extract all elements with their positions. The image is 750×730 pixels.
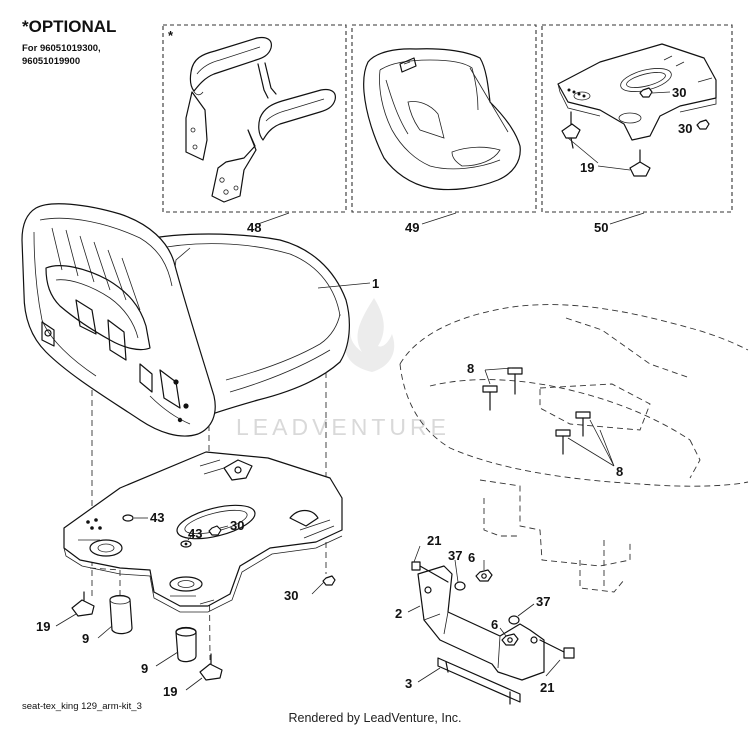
callout-37-upper: 37 bbox=[448, 548, 462, 563]
watermark-text: LEADVENTURE bbox=[236, 414, 450, 440]
lower-hardware-drawing bbox=[71, 575, 336, 681]
inset-callouts: * 48 49 50 30 30 19 bbox=[168, 28, 699, 235]
callout-9-lower: 9 bbox=[141, 661, 148, 676]
callout-6-upper: 6 bbox=[468, 550, 475, 565]
bolts-drawing bbox=[482, 367, 591, 455]
callout-3: 3 bbox=[405, 676, 412, 691]
callout-19-inset: 19 bbox=[580, 160, 594, 175]
rendered-by-footer: Rendered by LeadVenture, Inc. bbox=[288, 711, 462, 725]
bracket-assembly-drawing bbox=[411, 561, 575, 705]
callout-30-inset-lower: 30 bbox=[678, 121, 692, 136]
callout-2: 2 bbox=[395, 606, 402, 621]
callout-49: 49 bbox=[405, 220, 419, 235]
diagram-id: seat-tex_king 129_arm-kit_3 bbox=[22, 701, 142, 712]
callout-21-lower: 21 bbox=[540, 680, 554, 695]
callout-9-upper: 9 bbox=[82, 631, 89, 646]
callout-8-upper: 8 bbox=[467, 361, 474, 376]
callout-30-plate: 30 bbox=[230, 518, 244, 533]
leader-lines bbox=[55, 282, 615, 691]
optional-asterisk: * bbox=[168, 28, 174, 43]
seat-drawing bbox=[21, 203, 350, 437]
seat-cushion-drawing bbox=[363, 48, 521, 191]
optional-model-note: For 96051019300, 96051019900 bbox=[22, 43, 101, 67]
callout-21-upper: 21 bbox=[427, 533, 441, 548]
mower-frame-outline bbox=[399, 304, 749, 593]
callout-19-left: 19 bbox=[36, 619, 50, 634]
callout-50: 50 bbox=[594, 220, 608, 235]
main-callouts: 1 8 8 43 43 30 30 19 9 9 19 21 37 6 2 37… bbox=[36, 276, 623, 699]
seat-plate-drawing bbox=[63, 451, 343, 613]
callout-30-inset-upper: 30 bbox=[672, 85, 686, 100]
callout-1: 1 bbox=[372, 276, 379, 291]
callout-43-center: 43 bbox=[188, 526, 202, 541]
seat-plate-kit-drawing bbox=[557, 43, 717, 177]
callout-37-lower: 37 bbox=[536, 594, 550, 609]
watermark-flame-icon bbox=[345, 298, 395, 372]
armrest-kit-drawing bbox=[185, 36, 336, 203]
callout-19-bottom: 19 bbox=[163, 684, 177, 699]
callout-30-lower: 30 bbox=[284, 588, 298, 603]
callout-6-lower: 6 bbox=[491, 617, 498, 632]
callout-43-left: 43 bbox=[150, 510, 164, 525]
callout-8-lower: 8 bbox=[616, 464, 623, 479]
nut-icon bbox=[639, 87, 653, 98]
optional-title: *OPTIONAL bbox=[22, 17, 117, 36]
callout-48: 48 bbox=[247, 220, 261, 235]
